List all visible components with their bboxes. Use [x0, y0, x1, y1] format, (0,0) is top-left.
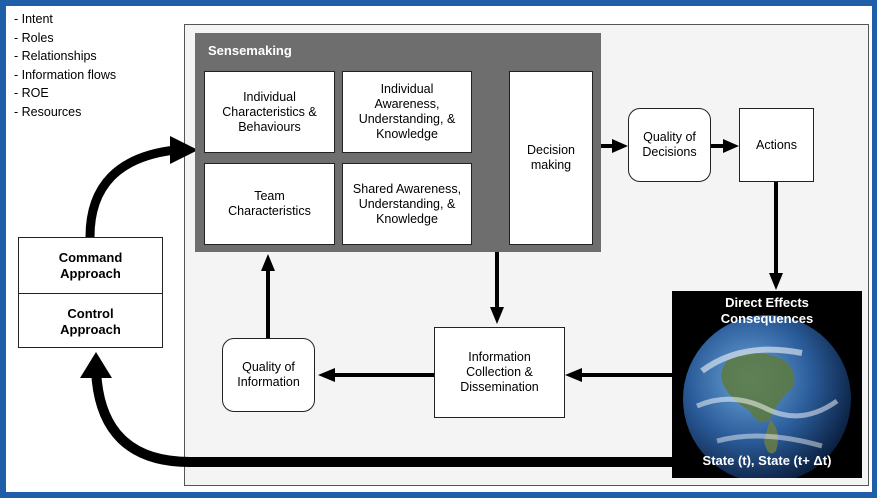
earth-image: [683, 315, 851, 478]
quality-of-information-box: Quality of Information: [222, 338, 315, 412]
quality-of-information-label: Quality of Information: [237, 360, 300, 389]
shared-awareness-box: Shared Awareness, Understanding, & Knowl…: [342, 163, 472, 245]
individual-characteristics-box: Individual Characteristics & Behaviours: [204, 71, 335, 153]
individual-awareness-label: Individual Awareness, Understanding, & K…: [358, 82, 456, 141]
information-collection-box: Information Collection & Dissemination: [434, 327, 565, 418]
command-control-box: Command Approach Control Approach: [18, 237, 163, 348]
sensemaking-to-info-arrowhead: [490, 307, 504, 324]
factor-intent: - Intent: [14, 12, 53, 26]
actions-label: Actions: [756, 137, 797, 152]
individual-characteristics-label: Individual Characteristics & Behaviours: [222, 89, 317, 134]
direct-effects-title: Direct Effects Consequences: [720, 295, 814, 326]
actions-to-effects-arrowhead: [769, 273, 783, 290]
decision-making-label: Decision making: [527, 143, 575, 172]
command-approach-label: Command Approach: [58, 249, 123, 281]
information-collection-label: Information Collection & Dissemination: [460, 350, 539, 394]
actions-box: Actions: [739, 108, 814, 182]
command-to-sensemaking-arrowhead: [170, 136, 198, 164]
effects-to-info-arrowhead: [565, 368, 582, 382]
sensemaking-title: Sensemaking: [208, 43, 292, 58]
factor-roles: - Roles: [14, 30, 54, 45]
individual-awareness-box: Individual Awareness, Understanding, & K…: [342, 71, 472, 153]
factor-list: - Intent - Roles - Relationships - Infor…: [14, 10, 116, 121]
feedback-loop-arrowhead: [80, 352, 112, 378]
factor-roe: - ROE: [14, 86, 49, 100]
factor-relationships: - Relationships: [14, 49, 97, 63]
info-to-quality-arrowhead: [318, 368, 335, 382]
command-to-sensemaking-arrow: [85, 145, 176, 238]
state-label: State (t), State (t+ Δt): [702, 453, 832, 468]
quality-info-to-sensemaking-arrowhead: [261, 254, 275, 271]
factor-resources: - Resources: [14, 104, 82, 119]
factor-information-flows: - Information flows: [14, 67, 117, 82]
direct-effects-box: Direct Effects Consequences State (t), S…: [672, 291, 862, 478]
quality-of-decisions-label: Quality of Decisions: [642, 130, 697, 159]
command-control-divider: [19, 293, 162, 294]
quality-to-actions-arrowhead: [723, 139, 739, 153]
decision-making-box: Decision making: [509, 71, 593, 245]
control-approach-label: Control Approach: [60, 305, 121, 337]
decision-to-quality-arrowhead: [612, 139, 628, 153]
team-characteristics-label: Team Characteristics: [228, 189, 311, 218]
shared-awareness-label: Shared Awareness, Understanding, & Knowl…: [352, 181, 462, 226]
feedback-loop-arrow: [91, 369, 672, 467]
team-characteristics-box: Team Characteristics: [204, 163, 335, 245]
quality-of-decisions-box: Quality of Decisions: [628, 108, 711, 182]
